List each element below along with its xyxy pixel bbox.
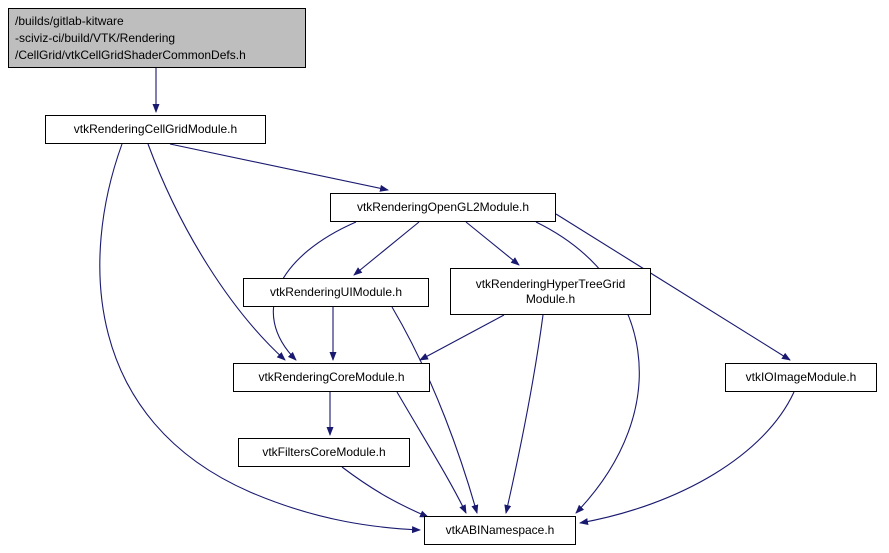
node-current-file: /builds/gitlab-kitware -sciviz-ci/build/… <box>8 8 306 68</box>
node-label: vtkIOImageModule.h <box>745 370 857 384</box>
current-file-line-1: /builds/gitlab-kitware <box>15 13 124 28</box>
edge-core-to-abi <box>396 391 467 514</box>
node-label: vtkRenderingCoreModule.h <box>258 370 405 384</box>
current-file-line-3: /CellGrid/vtkCellGridShaderCommonDefs.h <box>15 47 246 62</box>
edge-cellgrid-to-opengl2 <box>169 143 389 192</box>
node-label: vtkABINamespace.h <box>445 523 555 537</box>
edge-opengl2-to-ioimage <box>555 213 791 361</box>
edge-cellgrid-to-core <box>147 143 286 361</box>
node-filters-core-module[interactable]: vtkFiltersCoreModule.h <box>238 438 410 467</box>
edge-ioimage-to-abi <box>579 391 795 526</box>
node-rendering-cellgrid-module[interactable]: vtkRenderingCellGridModule.h <box>45 115 266 144</box>
node-io-image-module[interactable]: vtkIOImageModule.h <box>725 363 877 392</box>
edge-filterscore-to-abi <box>341 466 429 518</box>
node-label: vtkFiltersCoreModule.h <box>262 445 386 459</box>
node-label: vtkRenderingOpenGL2Module.h <box>356 200 530 214</box>
node-rendering-core-module[interactable]: vtkRenderingCoreModule.h <box>233 363 430 392</box>
edge-htg-to-core <box>419 314 505 361</box>
node-label-line-1: vtkRenderingHyperTreeGrid <box>475 276 626 291</box>
current-file-line-2: -sciviz-ci/build/VTK/Rendering <box>15 30 176 45</box>
node-abi-namespace[interactable]: vtkABINamespace.h <box>424 516 576 545</box>
edge-opengl2-to-abi <box>535 221 640 514</box>
edge-ui-to-abi <box>391 306 479 514</box>
edge-opengl2-to-ui <box>353 221 420 276</box>
node-rendering-opengl2-module[interactable]: vtkRenderingOpenGL2Module.h <box>330 193 556 222</box>
edge-htg-to-abi <box>504 314 544 514</box>
edge-opengl2-to-htg <box>465 221 520 266</box>
node-rendering-ui-module[interactable]: vtkRenderingUIModule.h <box>243 278 429 307</box>
edge-cellgrid-to-abi <box>99 143 421 534</box>
node-label: vtkRenderingCellGridModule.h <box>73 122 238 136</box>
node-label-line-2: Module.h <box>525 291 576 306</box>
node-rendering-hypertreegrid-module[interactable]: vtkRenderingHyperTreeGrid Module.h <box>450 268 651 315</box>
node-label: vtkRenderingUIModule.h <box>269 285 403 299</box>
